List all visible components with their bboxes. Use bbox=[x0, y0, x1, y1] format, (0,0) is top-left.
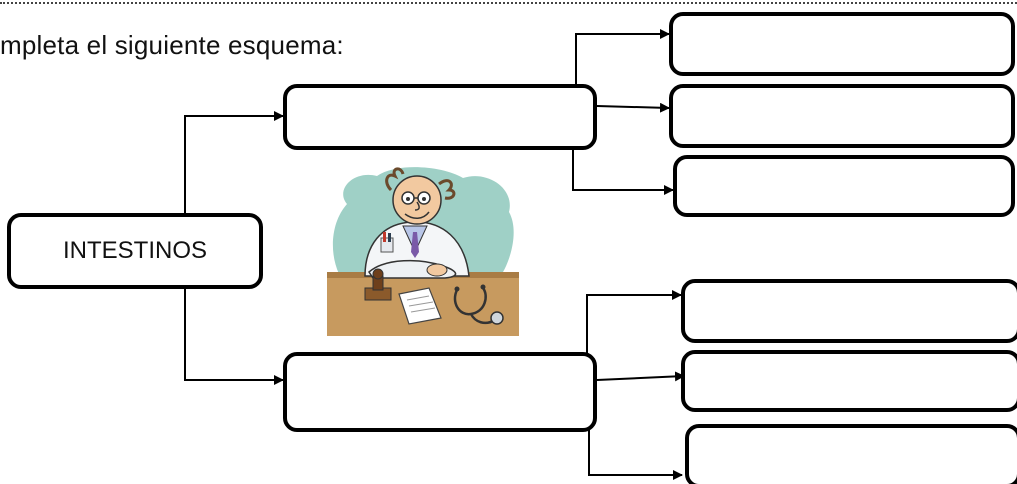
connector-lower-to-answer-1 bbox=[586, 290, 682, 355]
answer-box-upper-3[interactable] bbox=[673, 155, 1015, 217]
middle-box-lower[interactable] bbox=[283, 352, 597, 432]
connector-upper-to-answer-3 bbox=[572, 150, 674, 195]
root-box-intestinos: INTESTINOS bbox=[7, 213, 263, 289]
answer-box-upper-1[interactable] bbox=[669, 12, 1015, 76]
connector-root-to-lower bbox=[184, 287, 284, 385]
connector-lower-to-answer-3 bbox=[588, 430, 683, 480]
answer-box-lower-3[interactable] bbox=[685, 424, 1017, 484]
instruction-text: mpleta el siguiente esquema: bbox=[0, 30, 344, 60]
answer-box-upper-2[interactable] bbox=[669, 84, 1015, 148]
connector-upper-to-answer-2 bbox=[596, 102, 670, 113]
answer-box-lower-1[interactable] bbox=[681, 279, 1017, 343]
connector-root-to-upper bbox=[184, 111, 284, 215]
doctor-at-desk-illustration bbox=[327, 167, 519, 336]
connector-lower-to-answer-2 bbox=[596, 371, 685, 382]
dotted-top-rule bbox=[0, 2, 1017, 4]
answer-box-lower-2[interactable] bbox=[681, 350, 1017, 412]
middle-box-upper[interactable] bbox=[283, 84, 597, 150]
connector-upper-to-answer-1 bbox=[575, 29, 670, 84]
